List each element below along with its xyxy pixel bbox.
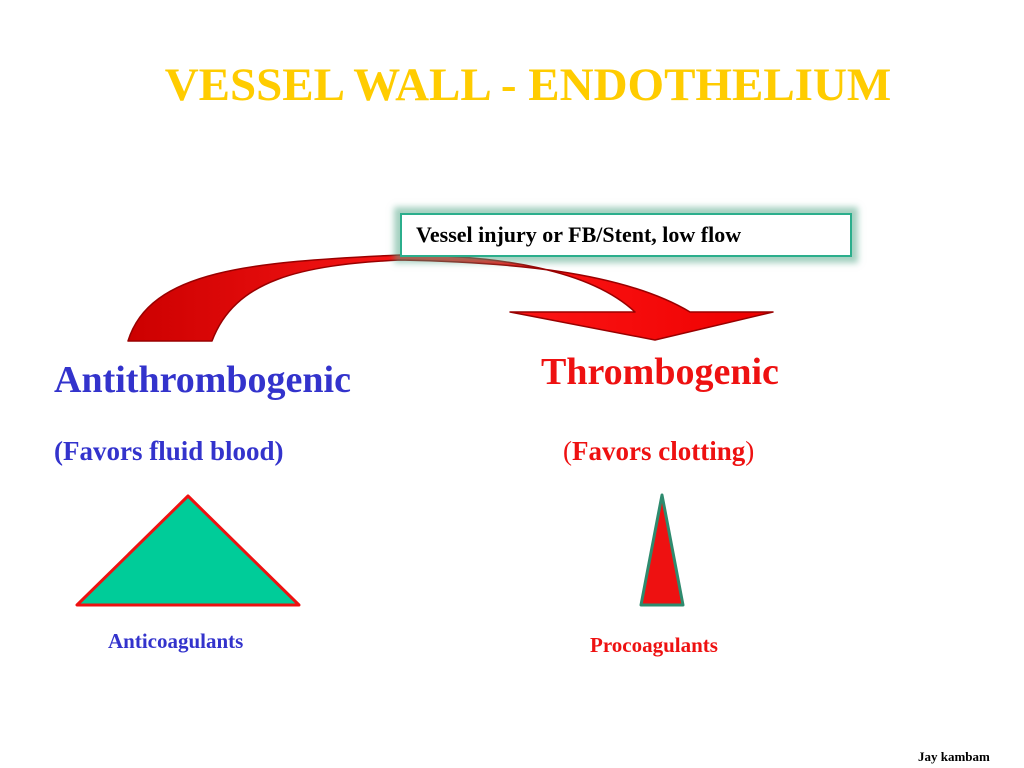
antithrombogenic-heading: Antithrombogenic (54, 359, 351, 401)
curved-arrow (127, 254, 774, 342)
thrombogenic-subtitle-open: ( (563, 436, 572, 466)
thrombogenic-heading: Thrombogenic (541, 351, 779, 393)
procoagulant-triangle (639, 493, 685, 607)
antithrombogenic-subtitle: (Favors fluid blood) (54, 436, 284, 466)
anticoagulants-label: Anticoagulants (108, 629, 244, 653)
author-credit: Jay kambam (918, 749, 990, 764)
thrombogenic-subtitle-text: Favors clotting (572, 436, 746, 466)
thrombogenic-subtitle-close: ) (745, 436, 755, 466)
trigger-box: Vessel injury or FB/Stent, low flow (400, 213, 852, 257)
anticoagulant-triangle (75, 494, 301, 607)
thrombogenic-subtitle: (Favors clotting) (563, 436, 754, 467)
slide-title: VESSEL WALL - ENDOTHELIUM (164, 59, 892, 111)
procoagulants-label: Procoagulants (590, 633, 718, 657)
